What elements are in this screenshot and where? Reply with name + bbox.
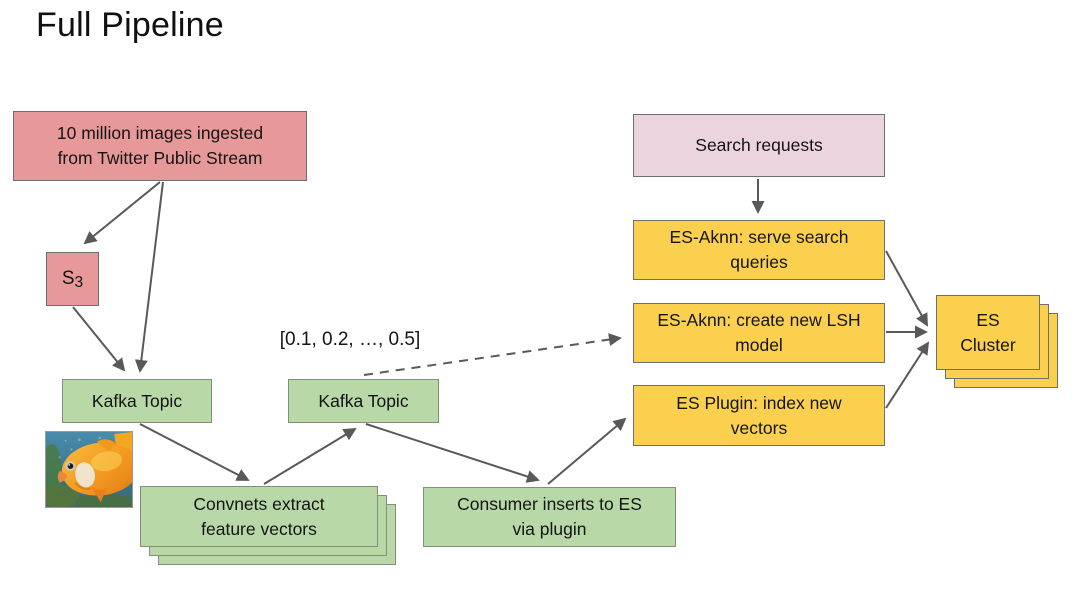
node-s3-label: S3 [61, 267, 84, 291]
node-s3: S3 [46, 252, 99, 306]
node-convnets-label: Convnets extract feature vectors [193, 493, 325, 539]
node-convnets: Convnets extract feature vectors [140, 486, 378, 547]
node-es-aknn-serve-label: ES-Aknn: serve search queries [669, 227, 849, 272]
node-kafka-topic-2: Kafka Topic [288, 379, 439, 423]
edge-kafka1-to-convnets [139, 423, 250, 481]
edge-esplugin-to-escluster [885, 341, 930, 409]
node-es-aknn-lsh: ES-Aknn: create new LSH model [633, 303, 885, 363]
node-es-plugin-label: ES Plugin: index new vectors [676, 392, 842, 438]
node-consumer: Consumer inserts to ES via plugin [423, 487, 676, 547]
node-es-cluster: ES Cluster [936, 295, 1040, 370]
edge-s3-to-kafka1 [72, 306, 126, 372]
node-es-plugin: ES Plugin: index new vectors [633, 385, 885, 446]
goldfish-image [45, 431, 133, 508]
edge-convnets-to-kafka2 [263, 427, 357, 485]
node-consumer-label: Consumer inserts to ES via plugin [457, 494, 642, 539]
node-es-cluster-label: ES Cluster [960, 309, 1016, 355]
edge-ingest-to-s3 [83, 181, 161, 245]
node-ingest: 10 million images ingested from Twitter … [13, 111, 307, 181]
edge-ingest-to-kafka1 [134, 181, 164, 373]
vector-example-annotation: [0.1, 0.2, …, 0.5] [279, 329, 421, 350]
edge-consumer-to-esplugin [547, 417, 627, 485]
page-title: Full Pipeline [36, 6, 224, 44]
node-kafka-topic-1: Kafka Topic [62, 379, 212, 423]
node-kafka-topic-1-label: Kafka Topic [91, 390, 183, 411]
node-kafka-topic-2-label: Kafka Topic [318, 390, 409, 411]
node-ingest-label: 10 million images ingested from Twitter … [56, 123, 264, 168]
node-search-requests: Search requests [633, 114, 885, 177]
node-search-requests-label: Search requests [695, 135, 823, 156]
node-es-aknn-lsh-label: ES-Aknn: create new LSH model [657, 310, 861, 355]
edge-kafka2-to-consumer [365, 423, 540, 483]
edge-serve-to-escluster [885, 250, 928, 327]
node-es-aknn-serve: ES-Aknn: serve search queries [633, 220, 885, 280]
